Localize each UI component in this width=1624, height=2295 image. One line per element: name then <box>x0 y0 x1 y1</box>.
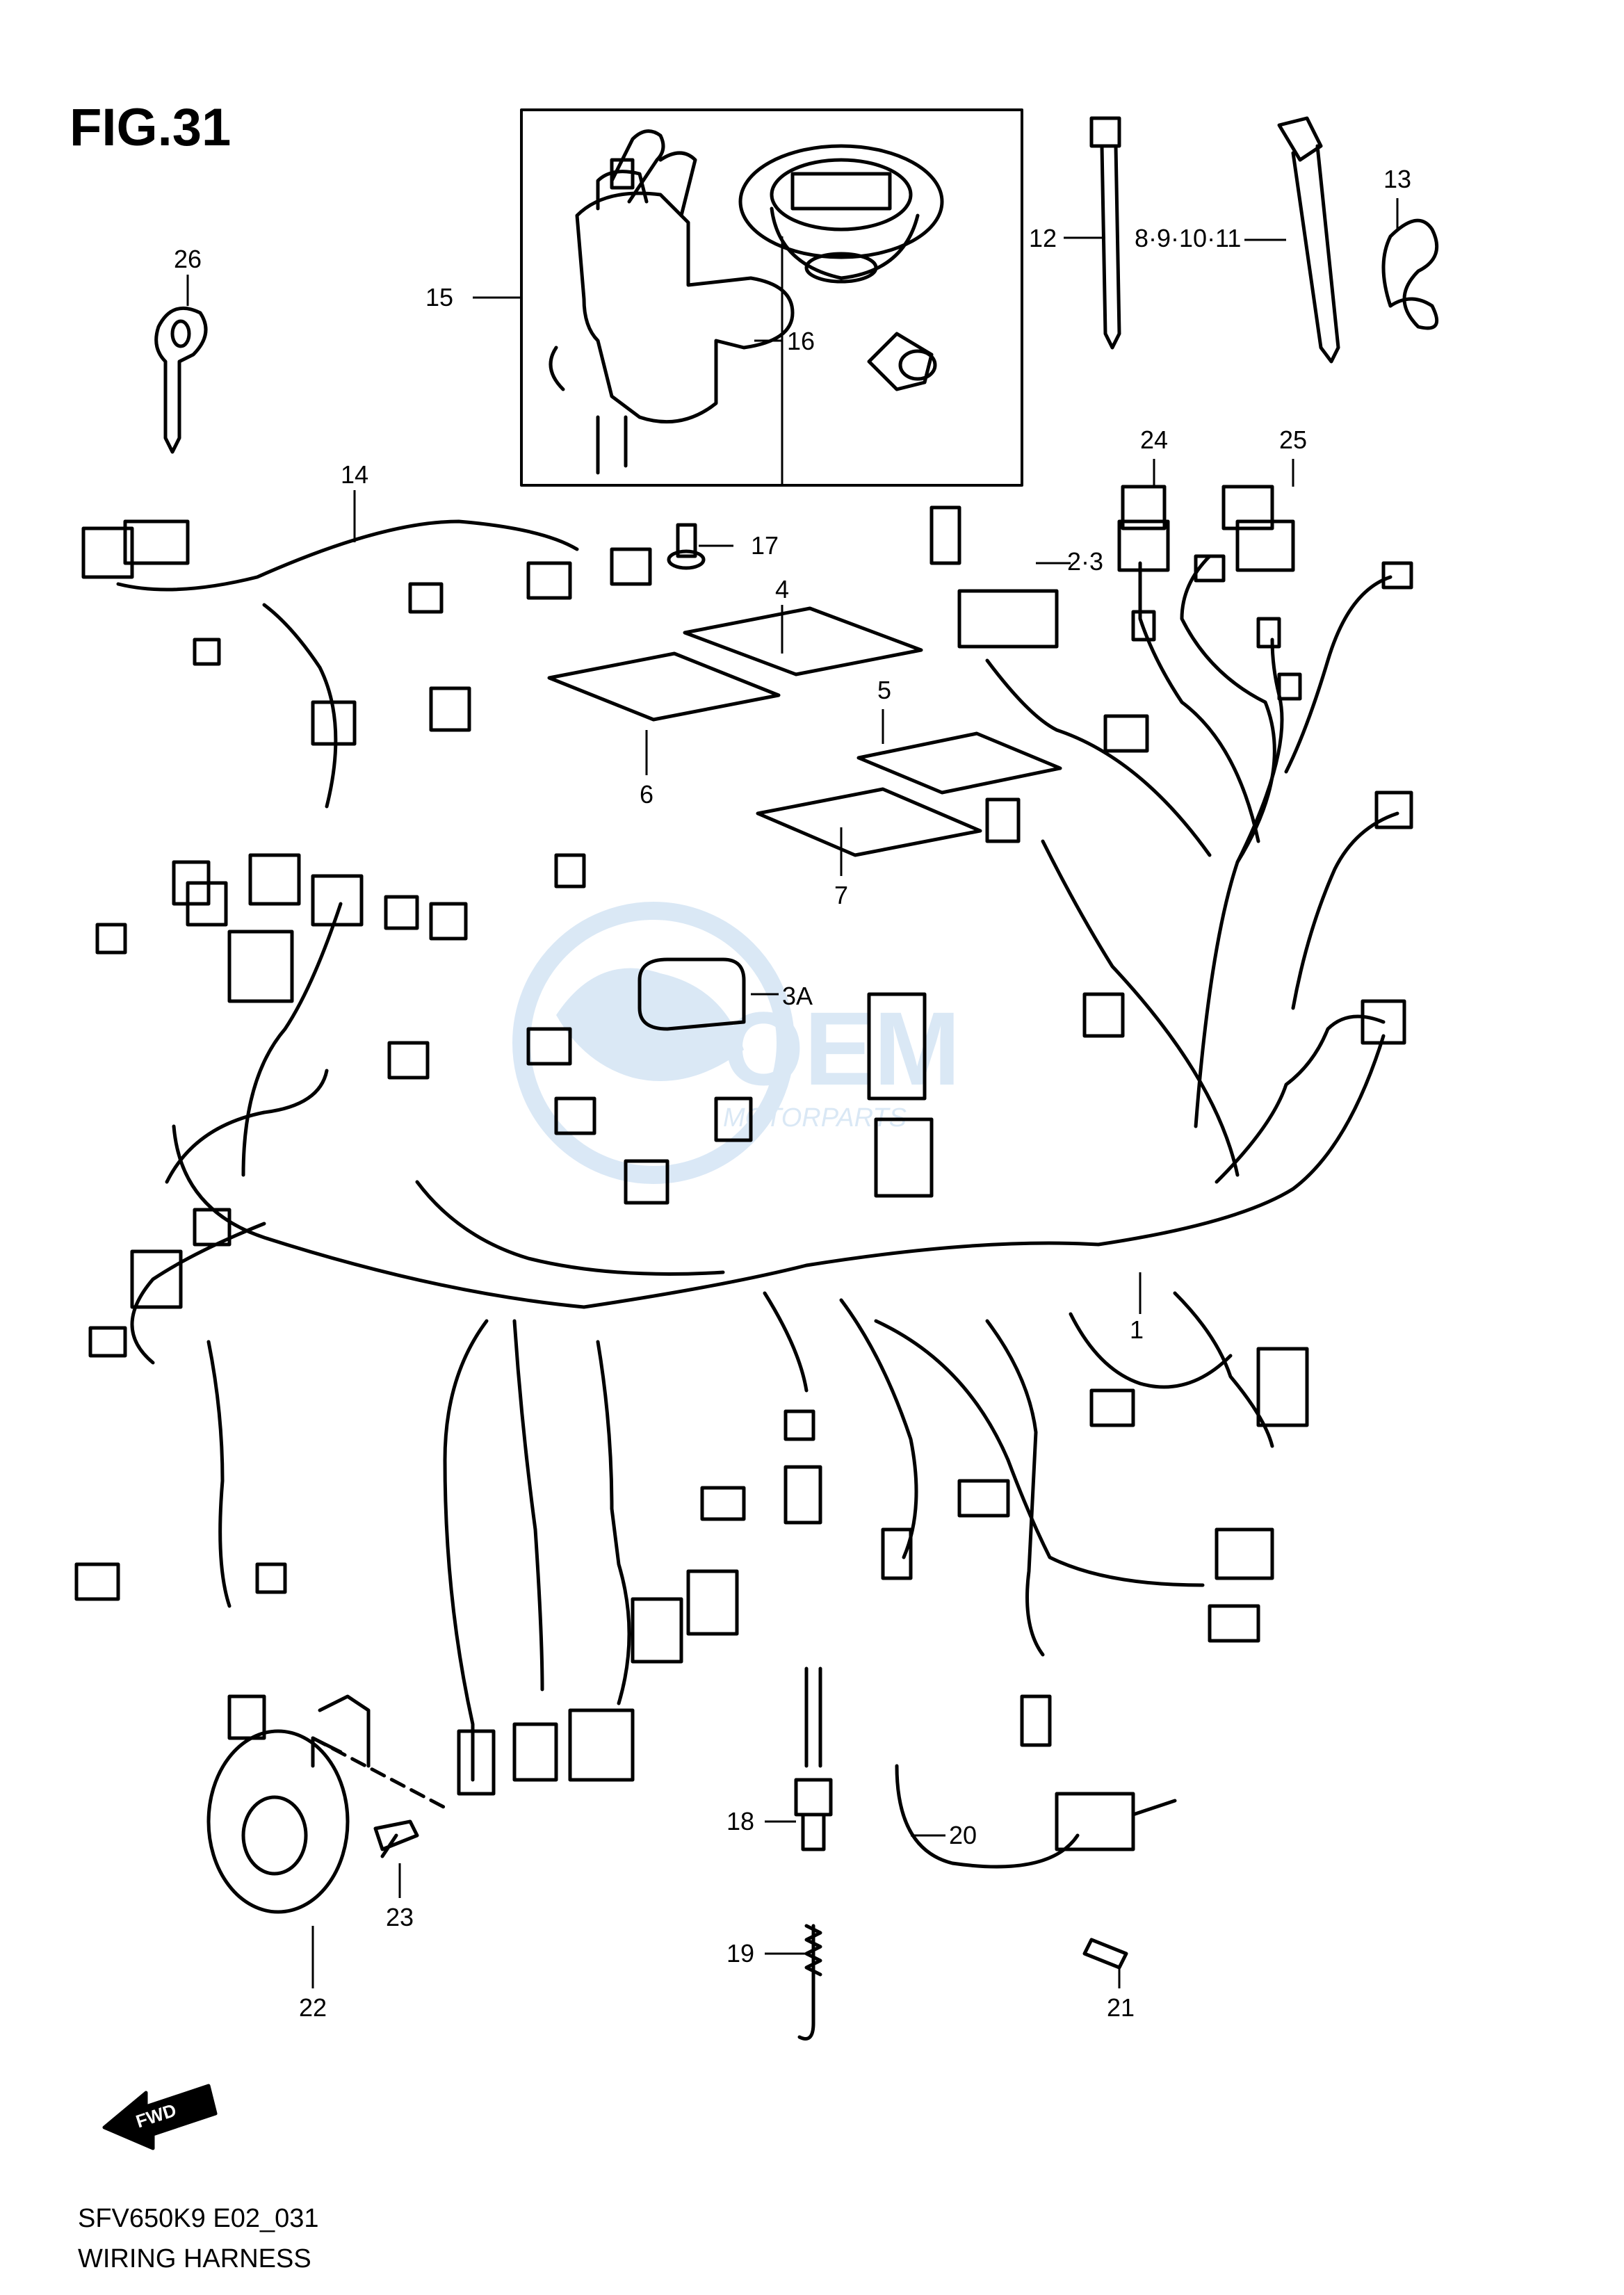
watermark-logo: OEM MOTORPARTS <box>512 902 961 1184</box>
callout-25: 25 <box>1279 425 1307 454</box>
fuel-cap <box>738 144 944 284</box>
bolt-17 <box>667 523 706 570</box>
callout-1: 1 <box>1130 1315 1144 1344</box>
main-harness <box>116 519 1399 1782</box>
relay-24 <box>1117 485 1170 572</box>
leader-lines <box>186 198 1399 1988</box>
callout-23: 23 <box>386 1903 414 1931</box>
callout-5: 5 <box>877 676 891 704</box>
bolt-23 <box>373 1819 419 1858</box>
callout-13: 13 <box>1383 165 1411 193</box>
footer-name: WIRING HARNESS <box>78 2244 311 2273</box>
horn-22 <box>206 1694 447 1914</box>
pad-7 <box>756 787 982 857</box>
callout-22: 22 <box>299 1993 327 2022</box>
pad-5 <box>856 731 1062 795</box>
lock-cylinder <box>867 332 937 391</box>
callout-8-11: 8·9·10·11 <box>1135 224 1241 252</box>
spring-19 <box>797 1924 815 2041</box>
figure-title: FIG.31 <box>70 98 232 157</box>
callout-24: 24 <box>1140 425 1168 454</box>
watermark-text: OEM <box>723 990 961 1107</box>
callout-4: 4 <box>775 575 789 603</box>
callout-12: 12 <box>1029 224 1057 252</box>
brake-switch-18 <box>794 1666 833 1851</box>
key-26 <box>154 306 208 454</box>
fwd-arrow-icon <box>102 2084 218 2150</box>
ignition-switch <box>549 158 795 475</box>
spring-coil <box>804 1924 822 1977</box>
callout-16: 16 <box>787 327 815 355</box>
key-icon <box>610 129 697 218</box>
pad-4 <box>683 606 923 676</box>
cable-tie-12 <box>1089 116 1121 350</box>
brake-switch-20 <box>895 1764 1177 1869</box>
relay-3a <box>638 957 746 1031</box>
callout-15: 15 <box>425 283 453 311</box>
connectors <box>74 505 1413 1796</box>
callout-19: 19 <box>726 1939 754 1968</box>
cable-tie-8-11 <box>1277 116 1340 364</box>
bolt-21 <box>1082 1938 1128 1970</box>
callout-20: 20 <box>949 1821 977 1849</box>
footer-model: SFV650K9 E02_031 <box>78 2204 319 2233</box>
callout-17: 17 <box>751 531 779 560</box>
callout-3a: 3A <box>782 982 813 1010</box>
callout-7: 7 <box>834 881 848 909</box>
callout-21: 21 <box>1107 1993 1135 2022</box>
callout-14: 14 <box>341 460 368 489</box>
callout-2-3: 2·3 <box>1067 547 1103 576</box>
callout-6: 6 <box>640 780 653 809</box>
clamp-13 <box>1381 218 1439 330</box>
relay-25 <box>1221 485 1295 572</box>
callout-26: 26 <box>174 245 202 273</box>
pad-6 <box>547 651 781 722</box>
callout-18: 18 <box>726 1807 754 1835</box>
